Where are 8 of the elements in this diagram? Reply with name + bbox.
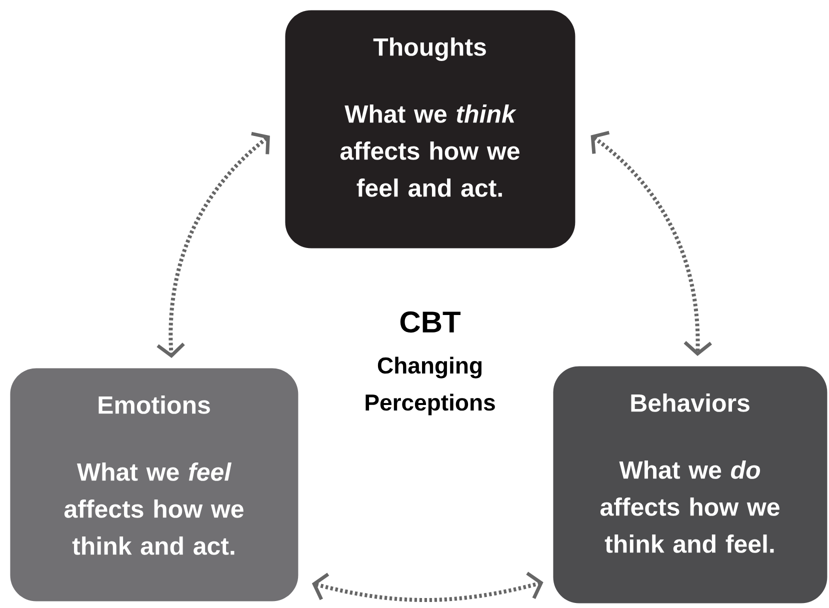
text-box: Emotions What we feel affects how we think and act. — [10, 368, 298, 602]
text-box: Behaviors What we do affects how we think and feel. — [553, 366, 828, 604]
double-arrow — [590, 130, 712, 356]
double-arrow — [312, 572, 544, 602]
center-label: CBT — [400, 311, 460, 333]
double-arrow — [156, 132, 270, 358]
text-box: Thoughts What we think affects how we feel and act. — [285, 10, 576, 248]
center-label: Changing Perceptions — [366, 356, 495, 416]
